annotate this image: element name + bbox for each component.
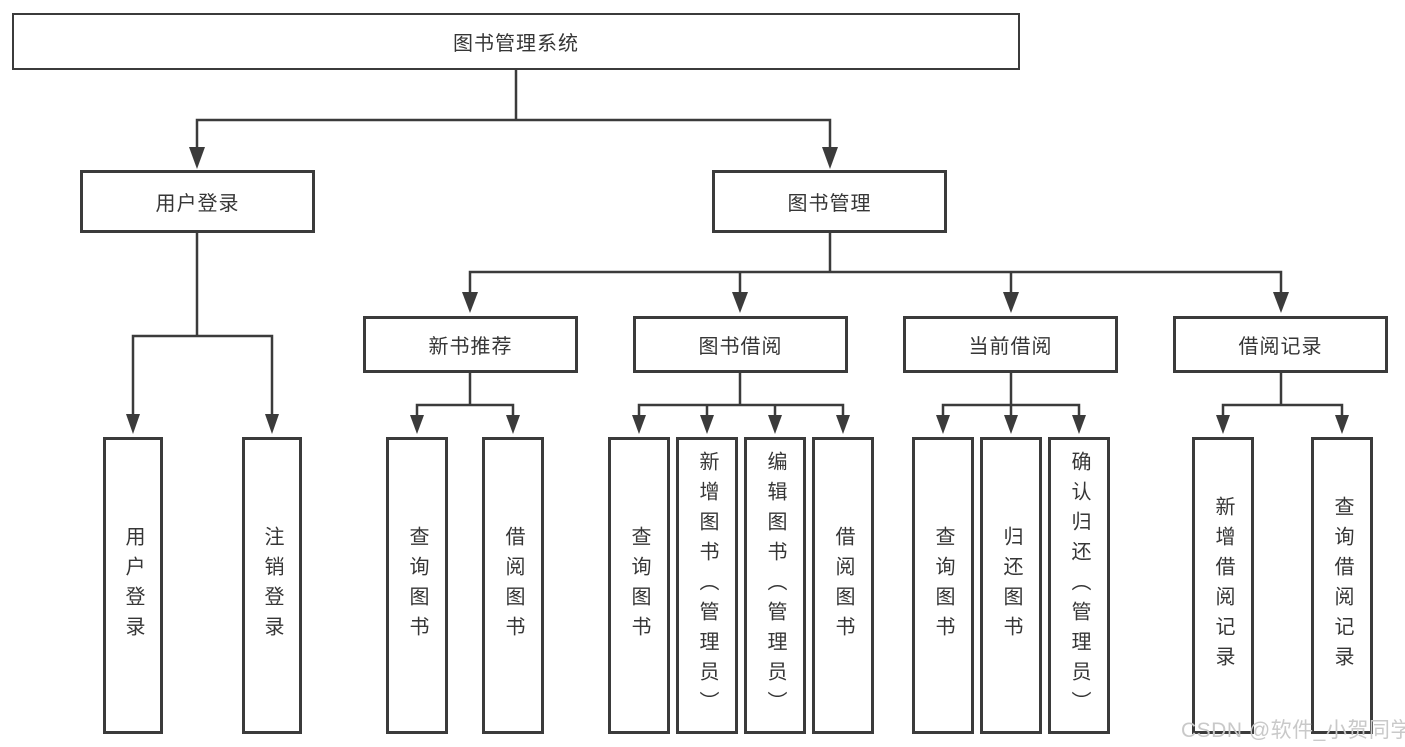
leaf-label: 注销登录	[261, 525, 283, 646]
leaf-logout: 注销登录	[242, 437, 302, 734]
leaf-label: 查询图书	[932, 525, 954, 646]
connector-book-management-to-level3	[468, 231, 1283, 297]
leaf-user-login: 用户登录	[103, 437, 163, 734]
node-user-login: 用户登录	[80, 170, 315, 233]
connector-borrow-records-to-leaves	[1221, 371, 1344, 420]
leaf-query-books-recommend: 查询图书	[386, 437, 448, 734]
leaf-query-borrow-record: 查询借阅记录	[1311, 437, 1373, 734]
leaf-label: 查询借阅记录	[1331, 495, 1353, 676]
leaf-borrow-books-recommend: 借阅图书	[482, 437, 544, 734]
leaf-label: 新增借阅记录	[1212, 495, 1234, 676]
leaf-label: 查询图书	[628, 525, 650, 646]
connector-root-to-level2	[195, 68, 832, 151]
leaf-borrow-books: 借阅图书	[812, 437, 874, 734]
leaf-label: 编辑图书（管理员）	[764, 450, 786, 721]
leaf-query-books-borrow: 查询图书	[608, 437, 670, 734]
leaf-confirm-return-admin: 确认归还（管理员）	[1048, 437, 1110, 734]
node-book-management-system: 图书管理系统	[12, 13, 1020, 70]
leaf-label: 确认归还（管理员）	[1068, 450, 1090, 721]
leaf-label: 新增图书（管理员）	[696, 450, 718, 721]
leaf-label: 查询图书	[406, 525, 428, 646]
connector-book-borrow-to-leaves	[637, 371, 845, 420]
leaf-add-borrow-record: 新增借阅记录	[1192, 437, 1254, 734]
connector-user-login-to-leaves	[131, 231, 274, 419]
node-book-borrow: 图书借阅	[633, 316, 848, 373]
leaf-return-books: 归还图书	[980, 437, 1042, 734]
connector-new-book-recommend-to-leaves	[415, 371, 515, 420]
leaf-add-books-admin: 新增图书（管理员）	[676, 437, 738, 734]
csdn-watermark: CSDN @软件_小贺同学	[1181, 719, 1405, 742]
node-new-book-recommend: 新书推荐	[363, 316, 578, 373]
node-borrow-records: 借阅记录	[1173, 316, 1388, 373]
leaf-label: 借阅图书	[832, 525, 854, 646]
node-current-borrow: 当前借阅	[903, 316, 1118, 373]
leaf-edit-books-admin: 编辑图书（管理员）	[744, 437, 806, 734]
leaf-label: 借阅图书	[502, 525, 524, 646]
leaf-label: 归还图书	[1000, 525, 1022, 646]
connector-current-borrow-to-leaves	[941, 371, 1081, 420]
leaf-label: 用户登录	[122, 525, 144, 646]
leaf-query-books-current: 查询图书	[912, 437, 974, 734]
node-book-management: 图书管理	[712, 170, 947, 233]
